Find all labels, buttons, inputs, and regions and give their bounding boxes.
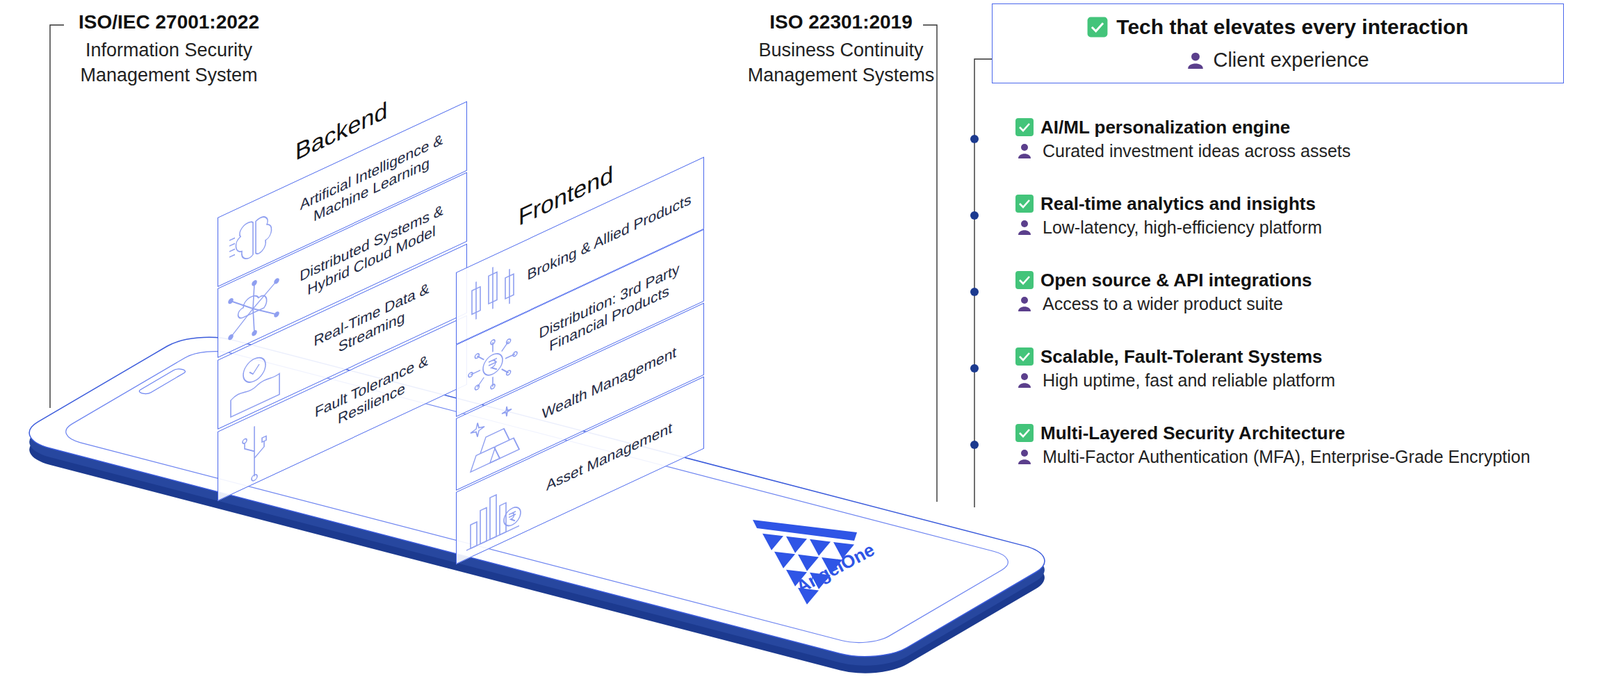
feature-heading: AI/ML personalization engine <box>1040 116 1291 139</box>
box-heading: Tech that elevates every interaction <box>1116 15 1468 39</box>
standard-description: Business Continuity Management Systems <box>736 37 946 88</box>
check-icon <box>1015 118 1034 137</box>
feature-benefit: Curated investment ideas across assets <box>1042 141 1351 162</box>
panel-icon <box>242 420 267 486</box>
list-icons <box>1015 118 1034 465</box>
feature-benefit: Access to a wider product suite <box>1042 294 1284 315</box>
person-icon <box>1018 373 1031 388</box>
list-spine <box>974 59 992 508</box>
feature-benefit: Low-latency, high-efficiency platform <box>1042 217 1322 238</box>
check-icon <box>1015 423 1034 443</box>
panel-icon <box>466 483 521 551</box>
box-subtitle: Client experience <box>1212 48 1369 72</box>
leader-bracket <box>923 25 937 502</box>
check-icon <box>1015 347 1034 366</box>
box-row: Tech that elevates every interaction <box>1087 15 1468 39</box>
person-icon <box>1018 296 1031 312</box>
panel-icon <box>229 211 272 268</box>
person-icon <box>1018 449 1031 465</box>
leader-bracket <box>50 25 64 408</box>
feature-heading: Multi-Layered Security Architecture <box>1040 422 1345 445</box>
panel-icon <box>470 401 520 473</box>
standard-description: Information Security Management System <box>61 37 277 88</box>
person-icon <box>1018 143 1031 159</box>
feature-heading: Real-time analytics and insights <box>1040 193 1316 215</box>
check-icon <box>1087 16 1108 38</box>
feature-heading: Open source & API integrations <box>1040 269 1313 292</box>
person-icon <box>1186 51 1205 70</box>
callout-box: Tech that elevates every interactionClie… <box>991 3 1564 84</box>
list-dots <box>970 134 979 450</box>
check-icon <box>1015 271 1034 290</box>
panel-icon <box>468 328 518 401</box>
box-row: Client experience <box>1186 48 1369 72</box>
feature-benefit: Multi-Factor Authentication (MFA), Enter… <box>1042 446 1531 468</box>
standard-heading: ISO 22301:2019 <box>736 9 946 35</box>
person-icon <box>1018 220 1031 235</box>
feature-heading: Scalable, Fault-Tolerant Systems <box>1040 346 1323 368</box>
standard-heading: ISO/IEC 27001:2022 <box>61 9 277 35</box>
check-icon <box>1015 194 1034 213</box>
feature-benefit: High uptime, fast and reliable platform <box>1042 370 1336 391</box>
logo-wordmark: AngelOne <box>793 538 879 598</box>
panel-icon <box>471 257 514 322</box>
